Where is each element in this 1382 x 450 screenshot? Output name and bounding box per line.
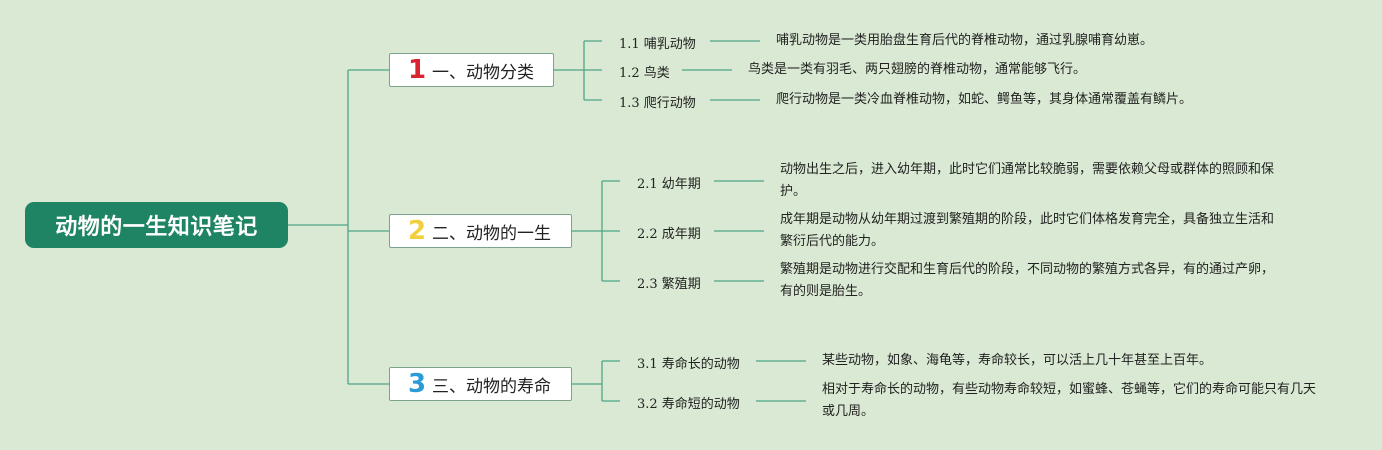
subtopic-3-1[interactable]: 3.1 寿命长的动物 bbox=[637, 357, 740, 372]
subtopic-2-2[interactable]: 2.2 成年期 bbox=[637, 227, 701, 242]
branch-number-1: 1 bbox=[408, 55, 427, 85]
branch-number-2: 2 bbox=[408, 216, 427, 246]
branch-label-2: 二、动物的一生 bbox=[432, 223, 551, 244]
description-3-1: 某些动物，如象、海龟等，寿命较长，可以活上几十年甚至上百年。 bbox=[822, 353, 1213, 368]
branch-node-1[interactable]: 1 一、动物分类 bbox=[389, 53, 554, 87]
subtopic-3-2[interactable]: 3.2 寿命短的动物 bbox=[637, 397, 740, 412]
description-1-2: 鸟类是一类有羽毛、两只翅膀的脊椎动物，通常能够飞行。 bbox=[748, 62, 1087, 77]
subtopic-2-1[interactable]: 2.1 幼年期 bbox=[637, 177, 701, 192]
branch-node-3[interactable]: 3 三、动物的寿命 bbox=[389, 367, 572, 401]
root-title: 动物的一生知识笔记 bbox=[55, 215, 258, 240]
branch-label-1: 一、动物分类 bbox=[432, 62, 534, 83]
subtopic-1-2[interactable]: 1.2 鸟类 bbox=[619, 66, 670, 81]
root-node[interactable]: 动物的一生知识笔记 bbox=[25, 202, 288, 248]
branch-node-2[interactable]: 2 二、动物的一生 bbox=[389, 214, 572, 248]
description-2-1: 动物出生之后，进入幼年期，此时它们通常比较脆弱，需要依赖父母或群体的照顾和保护。 bbox=[780, 162, 1275, 199]
description-2-3: 繁殖期是动物进行交配和生育后代的阶段，不同动物的繁殖方式各异，有的通过产卵，有的… bbox=[780, 262, 1275, 299]
description-3-2: 相对于寿命长的动物，有些动物寿命较短，如蜜蜂、苍蝇等，它们的寿命可能只有几天或几… bbox=[822, 382, 1317, 419]
branch-label-3: 三、动物的寿命 bbox=[432, 376, 551, 397]
description-2-2: 成年期是动物从幼年期过渡到繁殖期的阶段，此时它们体格发育完全，具备独立生活和繁衍… bbox=[780, 212, 1275, 249]
branch-number-3: 3 bbox=[408, 369, 427, 399]
description-1-1: 哺乳动物是一类用胎盘生育后代的脊椎动物，通过乳腺哺育幼崽。 bbox=[776, 33, 1154, 48]
subtopic-1-3[interactable]: 1.3 爬行动物 bbox=[619, 96, 696, 111]
description-1-3: 爬行动物是一类冷血脊椎动物，如蛇、鳄鱼等，其身体通常覆盖有鳞片。 bbox=[776, 92, 1193, 107]
subtopic-1-1[interactable]: 1.1 哺乳动物 bbox=[619, 37, 696, 52]
subtopic-2-3[interactable]: 2.3 繁殖期 bbox=[637, 277, 701, 292]
